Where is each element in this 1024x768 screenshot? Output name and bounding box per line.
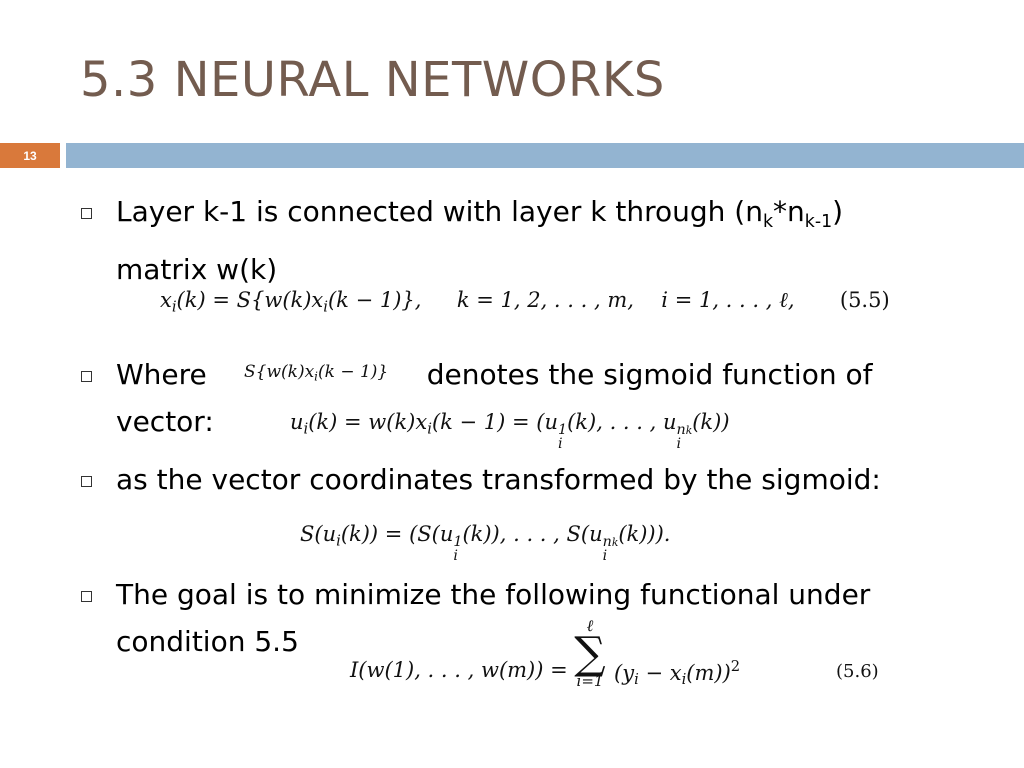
inline-sigmoid-suffix: (k − 1)} (317, 362, 389, 382)
eq55-mid-sub: i (323, 298, 328, 316)
eq55-lhs-arg: (k) = S{w(k)x (176, 288, 324, 312)
vec-u-sub1: i (303, 420, 309, 438)
sum-symbol: ∑ (574, 628, 606, 679)
eq55-number: (5.5) (839, 288, 890, 312)
sig-vec-sup2: 1 (453, 533, 463, 550)
eq55-k-range: k = 1, 2, . . . , m, (456, 288, 634, 312)
eq56-power: 2 (730, 658, 741, 675)
sig-vec-sub1: i (336, 532, 341, 550)
hollow-square-bullet-icon (81, 591, 92, 602)
sig-vec-sup3: n (602, 533, 612, 550)
equation-5-6-body: (yi − xi(m))2 (614, 658, 740, 688)
vec-u-sup4: n (676, 421, 686, 438)
vec-u-sup4-sub: k (685, 423, 693, 437)
bullet-2: Where denotes the sigmoid function of vec… (116, 351, 976, 445)
bullet-1-text-c: ) (832, 195, 844, 228)
sum-upper-limit: ℓ (586, 616, 594, 635)
bullet-2-tail: denotes the sigmoid function of (426, 358, 873, 391)
sig-vec-sub2: i (453, 548, 458, 565)
vec-u-part1: u (290, 410, 304, 434)
sig-vec-part2: (k)) = (S(u (340, 522, 454, 546)
inline-sigmoid-prefix: S{w(k)x (244, 362, 315, 382)
eq56-body3: (m)) (686, 660, 731, 685)
vec-u-sub3: i (558, 436, 563, 453)
hollow-square-bullet-icon (81, 208, 92, 219)
hollow-square-bullet-icon (81, 371, 92, 382)
vec-u-part3: (k − 1) = (u (431, 410, 559, 434)
eq56-body-sub2: i (681, 671, 687, 689)
sig-vec-part4: (k))). (618, 522, 671, 546)
eq56-body-sub1: i (634, 671, 639, 689)
bullet-4: The goal is to minimize the following fu… (116, 571, 976, 665)
hollow-square-bullet-icon (81, 476, 92, 487)
inline-sigmoid-expression: S{w(k)xi(k − 1)} (244, 362, 388, 384)
eq56-body2: − x (645, 660, 682, 685)
eq56-lhs: I(w(1), . . . , w(m)) = (350, 658, 568, 682)
eq55-i-range: i = 1, . . . , ℓ, (661, 288, 795, 312)
bullet-2-line1: Where denotes the sigmoid function of (116, 351, 976, 398)
bullet-4-line2: condition 5.5 (116, 625, 299, 658)
bullet-1-text-a: Layer k-1 is connected with layer k thro… (116, 195, 763, 228)
bullet-1-sub-k: k (762, 212, 774, 233)
eq55-lhs: x (160, 288, 172, 312)
vec-u-sub4: i (676, 436, 682, 453)
page-number-badge: 13 (0, 143, 60, 168)
vec-u-part2: (k) = w(k)x (308, 410, 428, 434)
vec-u-part4: (k), . . . , u (567, 410, 677, 434)
eq55-lhs-sub: i (171, 298, 177, 316)
vec-u-sup3: 1 (558, 421, 568, 438)
sig-vec-sub3: i (602, 548, 608, 565)
bullet-2-line2: vector: (116, 405, 214, 438)
bullet-1-sub-k-1: k-1 (804, 212, 833, 233)
vec-u-sub2: i (427, 420, 432, 438)
bullet-1-line1: Layer k-1 is connected with layer k thro… (116, 188, 976, 246)
sum-lower-limit: i=1 (576, 672, 604, 690)
inline-sigmoid-sub: i (314, 369, 318, 384)
header-bar (66, 143, 1024, 168)
sig-vec-part1: S(u (300, 522, 337, 546)
equation-5-5: xi(k) = S{w(k)xi(k − 1)}, k = 1, 2, . . … (160, 288, 890, 315)
slide-title: 5.3 NEURAL NETWORKS (80, 52, 665, 108)
sig-vec-sup3-sub: k (611, 535, 619, 549)
bullet-1-text-b: *n (773, 195, 805, 228)
sum-operator: ℓ ∑ i=1 (568, 618, 612, 689)
bullet-1-line2: matrix w(k) (116, 253, 278, 287)
bullet-4-line1: The goal is to minimize the following fu… (116, 578, 871, 611)
sig-vec-part3: (k)), . . . , S(u (462, 522, 603, 546)
vec-u-part5: (k)) (692, 410, 730, 434)
equation-5-6-lhs: I(w(1), . . . , w(m)) = (350, 658, 568, 682)
bullet-1: Layer k-1 is connected with layer k thro… (116, 188, 976, 293)
eq56-body1: (y (614, 660, 635, 685)
equation-5-6-number: (5.6) (836, 661, 879, 682)
bullet-3: as the vector coordinates transformed by… (116, 463, 881, 496)
eq55-mid-arg: (k − 1)}, (327, 288, 422, 312)
bullet-2-lead: Where (116, 358, 207, 391)
